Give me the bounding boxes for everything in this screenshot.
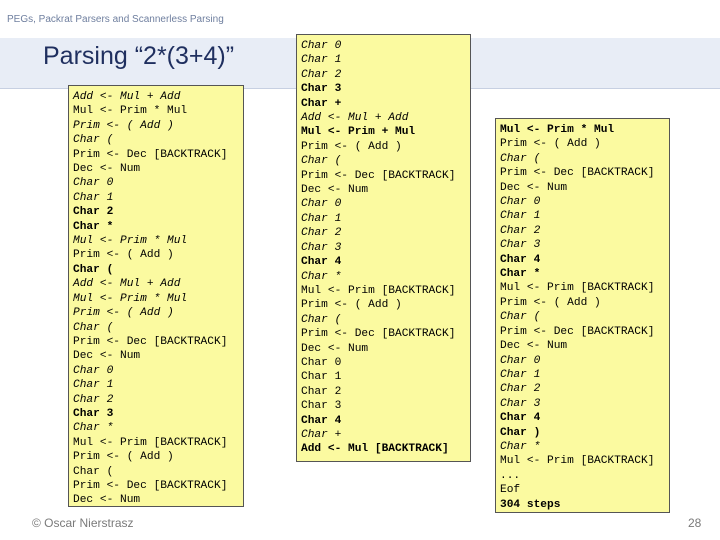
trace-line: Add <- Mul + Add <box>73 278 181 291</box>
trace-line: Char 2 <box>73 206 114 219</box>
trace-line: Char 4 <box>301 414 342 427</box>
trace-line: Char 0 <box>500 354 541 367</box>
trace-line: Char 4 <box>500 412 541 425</box>
trace-line: Prim <- Dec [BACKTRACK] <box>500 167 655 180</box>
trace-line: Add <- Mul [BACKTRACK] <box>301 443 449 456</box>
trace-line: Char ( <box>500 311 541 324</box>
trace-line: Char 3 <box>301 241 342 254</box>
trace-line: Prim <- Dec [BACKTRACK] <box>301 169 456 182</box>
trace-line: Char * <box>500 268 541 281</box>
trace-line: Mul <- Prim [BACKTRACK] <box>301 284 456 297</box>
trace-line: Mul <- Prim * Mul <box>73 292 188 305</box>
trace-line: Mul <- Prim [BACKTRACK] <box>500 455 655 468</box>
trace-line: Char 0 <box>500 196 541 209</box>
trace-line: Prim <- ( Add ) <box>73 307 174 320</box>
trace-line: Dec <- Num <box>301 342 369 355</box>
trace-line: Dec <- Num <box>73 163 141 176</box>
trace-line: Char 2 <box>500 383 541 396</box>
trace-line: Char + <box>301 97 342 110</box>
trace-line: ... <box>500 469 521 482</box>
trace-line: Char 0 <box>301 40 342 52</box>
trace-line: Char ( <box>301 155 342 168</box>
trace-line: Char 0 <box>73 177 114 190</box>
trace-line: Char 2 <box>500 224 541 237</box>
trace-line: Dec <- Num <box>500 340 568 353</box>
trace-line: Char 1 <box>500 210 541 223</box>
trace-line: Mul <- Prim * Mul <box>73 235 188 248</box>
trace-line: Char 0 <box>73 364 114 377</box>
slide-title: Parsing “2*(3+4)” <box>43 42 235 70</box>
trace-line: Dec <- Num <box>73 494 141 507</box>
trace-line: Dec <- Num <box>301 184 369 197</box>
trace-line: Char 3 <box>301 400 342 413</box>
trace-line: Char 1 <box>73 379 114 392</box>
trace-line: Char ( <box>73 263 114 276</box>
trace-line: Mul <- Prim + Mul <box>301 126 416 139</box>
trace-line: Char ( <box>73 134 114 147</box>
trace-line: Prim <- Dec [BACKTRACK] <box>73 335 228 348</box>
trace-line: Char 2 <box>301 227 342 240</box>
slide-header: PEGs, Packrat Parsers and Scannerless Pa… <box>7 14 224 25</box>
trace-line: Char 1 <box>73 191 114 204</box>
trace-line: Char * <box>73 220 114 233</box>
trace-line: Char * <box>500 440 541 453</box>
trace-line: Char + <box>301 428 342 441</box>
trace-line: Char * <box>301 270 342 283</box>
header-banner: PEGs, Packrat Parsers and Scannerless Pa… <box>0 0 720 38</box>
trace-line: Char 0 <box>301 198 342 211</box>
trace-line: Prim <- ( Add ) <box>500 296 601 309</box>
trace-line: Prim <- Dec [BACKTRACK] <box>73 148 228 161</box>
trace-line: Dec <- Num <box>500 181 568 194</box>
trace-line: Prim <- ( Add ) <box>73 451 174 464</box>
trace-line: Char ) <box>500 426 541 439</box>
trace-line: Eof <box>500 484 521 497</box>
trace-line: Char * <box>73 422 114 435</box>
trace-line: Prim <- ( Add ) <box>73 249 174 262</box>
trace-line: Char 1 <box>500 368 541 381</box>
page-number: 28 <box>688 516 702 530</box>
trace-line: Prim <- Dec [BACKTRACK] <box>500 325 655 338</box>
trace-line: Char 1 <box>301 212 342 225</box>
trace-line: Char ( <box>73 321 114 334</box>
trace-line: Char 4 <box>500 253 541 266</box>
trace-line: Add <- Mul + Add <box>301 112 409 125</box>
trace-line: Char 3 <box>301 83 342 96</box>
trace-line: Char 1 <box>301 371 342 384</box>
trace-line: Prim <- ( Add ) <box>301 299 402 312</box>
trace-line: Char 2 <box>301 385 342 398</box>
trace-line: Mul <- Prim * Mul <box>73 105 188 118</box>
trace-line: Char ( <box>301 313 342 326</box>
trace-line: Char ( <box>500 152 541 165</box>
trace-line: Dec <- Num <box>73 350 141 363</box>
trace-line: Char 1 <box>301 54 342 67</box>
trace-line: Char 2 <box>301 68 342 81</box>
trace-line: Char 0 <box>301 356 342 369</box>
trace-line: Mul <- Prim [BACKTRACK] <box>73 436 228 449</box>
trace-line: Mul <- Prim [BACKTRACK] <box>500 282 655 295</box>
trace-line: Prim <- ( Add ) <box>73 119 174 132</box>
trace-line: Prim <- ( Add ) <box>500 138 601 151</box>
trace-line: Prim <- ( Add ) <box>301 140 402 153</box>
trace-line: Char 3 <box>73 407 114 420</box>
trace-line: Char 3 <box>500 239 541 252</box>
trace-line: Char 2 <box>73 393 114 406</box>
trace-line: Mul <- Prim * Mul <box>500 124 615 136</box>
trace-line: Char ( <box>73 465 114 478</box>
footer-author: © Oscar Nierstrasz <box>32 516 134 530</box>
trace-line: Char 4 <box>301 256 342 269</box>
trace-line: Char 3 <box>500 397 541 410</box>
trace-line: Prim <- Dec [BACKTRACK] <box>301 328 456 341</box>
trace-line: Add <- Mul + Add <box>73 91 181 103</box>
trace-line: Prim <- Dec [BACKTRACK] <box>73 479 228 492</box>
trace-line: 304 steps <box>500 498 561 511</box>
